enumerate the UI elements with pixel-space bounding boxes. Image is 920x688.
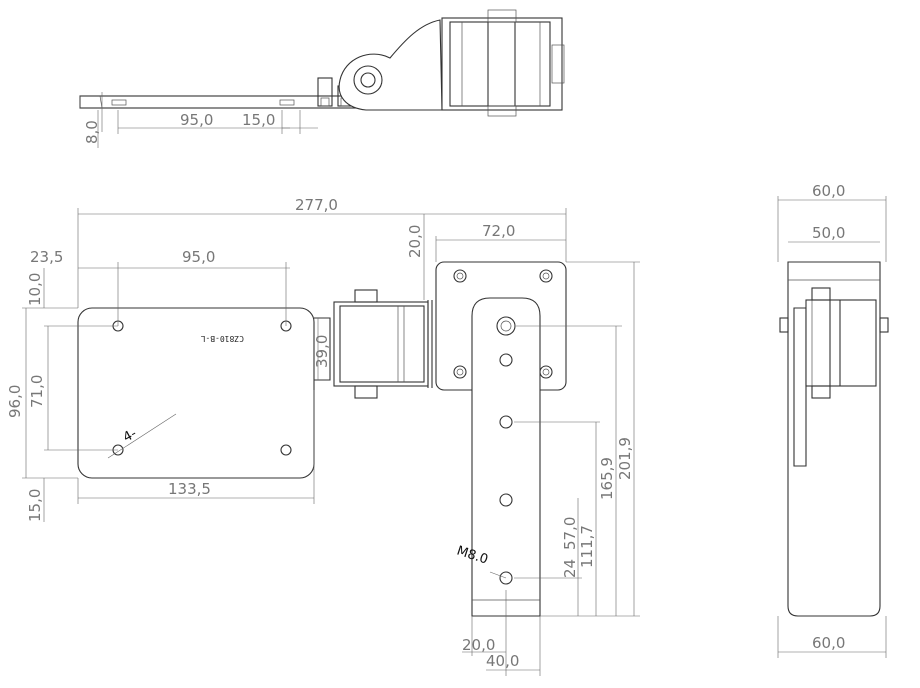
dim-edge-top: 10,0 [26, 273, 44, 306]
dim-edge-left: 23,5 [30, 248, 63, 266]
top-view: 8,0 95,0 15,0 [79, 9, 565, 148]
top-hinge-body [441, 17, 563, 111]
side-view: 60,0 50,0 60,0 [777, 182, 889, 658]
dim-hole-3: 24 [561, 559, 579, 578]
dim-knuckle-height: 39,0 [313, 335, 331, 368]
front-arm-hole-3 [499, 415, 513, 429]
side-dim-top: 60,0 [812, 182, 845, 200]
dim-hole-spacing-v: 71,0 [28, 375, 46, 408]
side-dim-bottom: 60,0 [812, 634, 845, 652]
front-view: 277,0 72,0 95,0 23,5 133,5 96,0 71,0 10,… [6, 196, 640, 676]
front-hole-br [280, 444, 292, 456]
dim-edge-bottom: 15,0 [26, 489, 44, 522]
dim-hole-spacing-h: 95,0 [182, 248, 215, 266]
dim-arm-width: 40,0 [486, 652, 519, 670]
top-dim-15: 15,0 [242, 111, 275, 129]
dim-pad-width: 72,0 [482, 222, 515, 240]
dim-arm-length: 201,9 [616, 437, 634, 480]
top-dim-8: 8,0 [83, 120, 101, 144]
dim-plate-width: 133,5 [168, 480, 211, 498]
top-knuckle-cam [338, 19, 443, 111]
side-dim-inner: 50,0 [812, 224, 845, 242]
dim-hole-1: 165,9 [598, 457, 616, 500]
front-knuckle [333, 301, 429, 387]
dim-height-overall: 96,0 [6, 385, 24, 418]
dim-overall-width: 277,0 [295, 196, 338, 214]
label-part-number: CZ810-B-L [200, 334, 244, 343]
side-bracket [793, 307, 807, 467]
top-dim-95: 95,0 [180, 111, 213, 129]
front-arm-hole-1 [496, 316, 516, 336]
dim-offset-top: 20,0 [406, 225, 424, 258]
label-hole-count: 4- [121, 426, 140, 445]
dim-hole-4: 57,0 [561, 517, 579, 550]
front-long-arm [471, 297, 541, 617]
front-arm-hole-4 [499, 493, 513, 507]
front-arm-hole-5 [499, 571, 513, 585]
dim-hole-2: 111,7 [578, 525, 596, 568]
dim-arm-tip: 20,0 [462, 636, 495, 654]
front-arm-hole-2 [499, 353, 513, 367]
side-body [787, 261, 881, 617]
